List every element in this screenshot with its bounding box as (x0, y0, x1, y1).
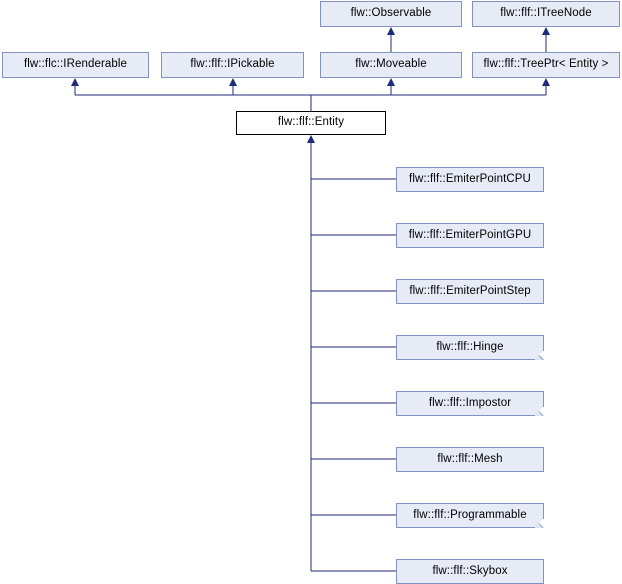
class-node-impostor[interactable]: flw::flf::Impostor (396, 391, 544, 416)
class-node-mesh[interactable]: flw::flf::Mesh (396, 447, 544, 472)
class-node-programmable[interactable]: flw::flf::Programmable (396, 503, 544, 528)
class-node-skybox[interactable]: flw::flf::Skybox (396, 559, 544, 584)
class-node-label: flw::flf::TreePtr< Entity > (483, 58, 609, 71)
class-node-emiterpointcpu[interactable]: flw::flf::EmiterPointCPU (396, 167, 544, 192)
arrowhead-moveable (387, 78, 395, 86)
arrowhead-observable (387, 27, 395, 35)
class-node-label: flw::flf::Hinge (436, 340, 504, 353)
class-node-emiterpointstep[interactable]: flw::flf::EmiterPointStep (396, 279, 544, 304)
arrowhead-treeptr (542, 78, 550, 86)
class-node-moveable[interactable]: flw::Moveable (320, 52, 462, 78)
class-node-emiterpointgpu[interactable]: flw::flf::EmiterPointGPU (396, 223, 544, 248)
arrowhead-irenderable (71, 78, 79, 86)
arrowhead-itreenode (542, 27, 550, 35)
class-node-label: flw::flf::Mesh (437, 452, 503, 465)
class-node-label: flw::flf::EmiterPointStep (409, 284, 531, 297)
class-node-label: flw::flf::EmiterPointCPU (409, 172, 531, 185)
arrowhead-ipickable (229, 78, 237, 86)
class-node-hinge[interactable]: flw::flf::Hinge (396, 335, 544, 360)
class-node-label: flw::flf::Entity (277, 116, 345, 129)
class-node-ipickable[interactable]: flw::flf::IPickable (161, 52, 304, 78)
class-node-label: flw::Observable (350, 7, 432, 20)
class-node-label: flw::flf::Impostor (428, 396, 512, 409)
class-node-treeptr[interactable]: flw::flf::TreePtr< Entity > (472, 52, 620, 78)
class-node-entity[interactable]: flw::flf::Entity (236, 111, 386, 135)
class-node-label: flw::flc::IRenderable (23, 58, 128, 71)
class-node-label: flw::flf::EmiterPointGPU (408, 228, 532, 241)
class-node-label: flw::flf::IPickable (190, 58, 275, 71)
class-node-irenderable[interactable]: flw::flc::IRenderable (2, 52, 149, 78)
class-node-itreenode[interactable]: flw::flf::ITreeNode (472, 1, 620, 27)
class-node-label: flw::flf::Programmable (413, 508, 527, 521)
class-node-label: flw::flf::ITreeNode (500, 7, 592, 20)
class-node-label: flw::Moveable (355, 58, 427, 71)
class-node-label: flw::flf::Skybox (432, 564, 508, 577)
class-node-observable[interactable]: flw::Observable (320, 1, 462, 27)
arrowhead-entity (307, 135, 315, 143)
